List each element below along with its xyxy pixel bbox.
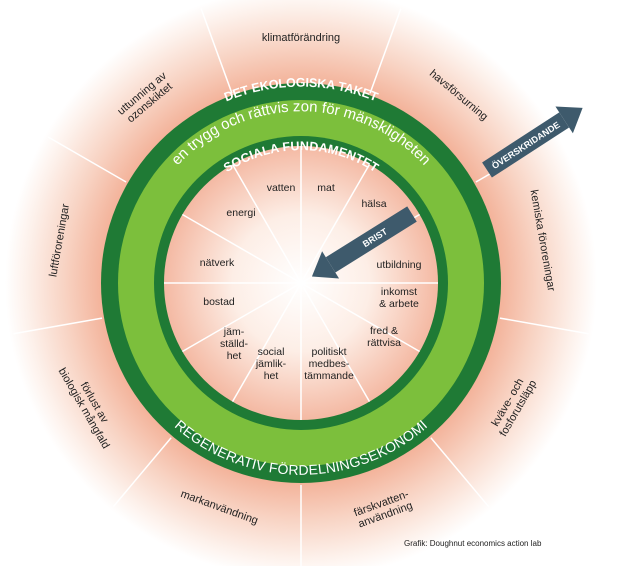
- social-segment-labels: mat hälsa utbildning inkomst& arbete fred &r…: [200, 182, 422, 382]
- social-divider: [231, 163, 302, 284]
- social-segment-label: hälsa: [361, 198, 386, 210]
- social-divider: [181, 282, 302, 353]
- social-segment-label: bostad: [203, 296, 235, 308]
- social-segment-label: energi: [226, 207, 255, 219]
- social-segment-label: utbildning: [377, 259, 422, 271]
- ecological-divider: [200, 8, 233, 94]
- ecological-divider: [47, 136, 127, 183]
- source-credit: Grafik: Doughnut economics action lab: [404, 539, 542, 548]
- social-divider: [300, 282, 421, 353]
- social-divider: [181, 213, 302, 284]
- social-segment-label: vatten: [267, 182, 296, 194]
- social-segment-label: jäm-ställd-het: [220, 326, 249, 362]
- ecological-divider: [112, 437, 172, 508]
- ecological-divider: [13, 317, 103, 335]
- shortfall-arrow: BRIST: [311, 206, 417, 279]
- social-segment-label: inkomst& arbete: [379, 286, 419, 310]
- ecological-segment-label: klimatförändring: [262, 32, 340, 44]
- social-segment-label: mat: [317, 182, 335, 194]
- social-segment-label: fred &rättvisa: [367, 325, 401, 349]
- ecological-divider: [499, 317, 589, 335]
- social-divider: [231, 282, 302, 403]
- social-divider: [300, 163, 371, 284]
- social-divider: [300, 282, 371, 403]
- ecological-divider: [369, 8, 402, 94]
- ecological-divider: [430, 437, 490, 508]
- social-segment-label: nätverk: [200, 257, 235, 269]
